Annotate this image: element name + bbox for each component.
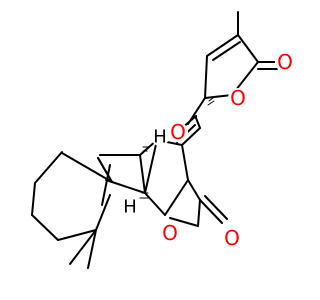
hashed-wedge bbox=[207, 100, 215, 106]
hydrogen-label-top: H bbox=[153, 127, 167, 148]
bond bbox=[197, 199, 201, 227]
bond bbox=[181, 127, 201, 146]
label-background bbox=[275, 52, 295, 72]
butenolide-carbonyl-oxygen-label: O bbox=[277, 50, 293, 74]
bond bbox=[87, 229, 97, 269]
hydrogen-label-bottom: H bbox=[123, 197, 137, 218]
lactone-carbonyl-oxygen-label: O bbox=[224, 226, 240, 250]
bond bbox=[101, 164, 111, 206]
bond bbox=[212, 41, 241, 61]
bond bbox=[169, 217, 199, 227]
chemical-structure: H H O O O O O bbox=[31, 11, 295, 269]
bond bbox=[31, 214, 59, 241]
bond bbox=[57, 229, 97, 241]
lactone-ring-oxygen-label: O bbox=[162, 221, 178, 245]
bond bbox=[144, 192, 166, 216]
bond bbox=[206, 34, 239, 57]
label-background bbox=[228, 88, 248, 108]
bond bbox=[199, 199, 223, 224]
label-background bbox=[222, 228, 242, 248]
ether-oxygen-label: O bbox=[170, 120, 186, 144]
bond bbox=[204, 55, 208, 99]
bond bbox=[69, 229, 97, 265]
label-background bbox=[160, 223, 180, 243]
bond bbox=[204, 195, 228, 220]
bond bbox=[195, 117, 201, 129]
bond bbox=[204, 94, 233, 99]
atom-labels: H H O O O O O bbox=[121, 50, 295, 250]
bond bbox=[97, 157, 113, 183]
bond bbox=[187, 97, 206, 125]
hashed-wedge bbox=[208, 97, 214, 102]
label-background bbox=[151, 128, 169, 146]
bond bbox=[61, 152, 113, 183]
bond bbox=[187, 179, 201, 201]
label-background bbox=[168, 122, 188, 142]
bond bbox=[34, 151, 63, 184]
bond bbox=[237, 34, 259, 63]
bond bbox=[139, 154, 146, 194]
stereo-bonds bbox=[139, 97, 215, 199]
label-background bbox=[121, 198, 139, 216]
bond bbox=[31, 182, 36, 216]
bond bbox=[95, 194, 111, 231]
bond bbox=[164, 179, 189, 216]
bond bbox=[144, 139, 158, 194]
bond bbox=[181, 144, 189, 181]
butenolide-ring-oxygen-label: O bbox=[230, 86, 246, 110]
